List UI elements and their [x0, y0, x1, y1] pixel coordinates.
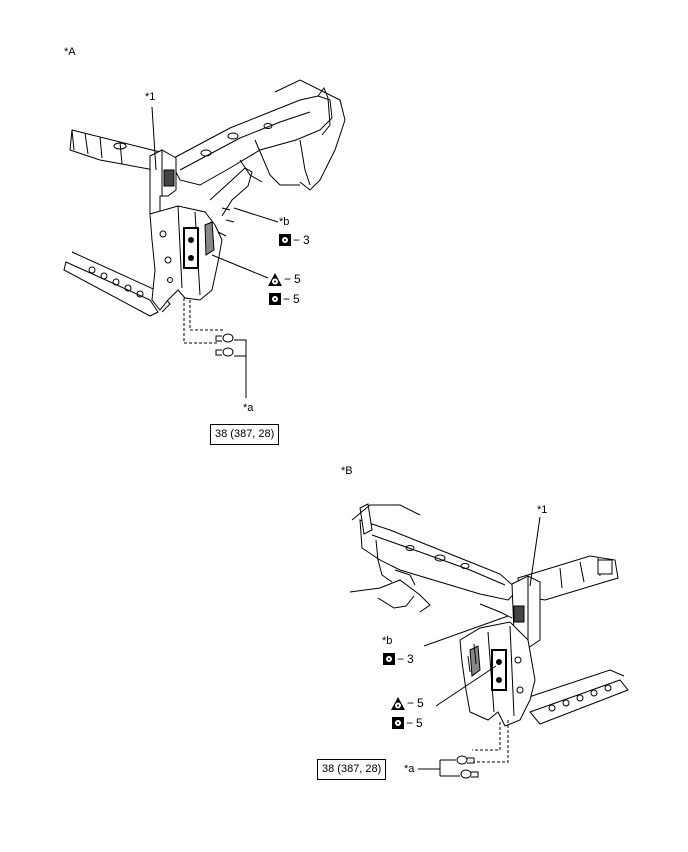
- view-b-label: *B: [341, 465, 353, 477]
- square-dot-icon: [383, 653, 395, 665]
- bolt-icon: [456, 755, 475, 765]
- bolt-icon: [215, 333, 234, 343]
- part-1-callout-b: *1: [537, 504, 548, 516]
- bolt-qty-row-a: − 3: [279, 233, 310, 247]
- torque-box-b: 38 (387, 28): [317, 759, 387, 780]
- triangle-qty-row-a: − 5: [268, 272, 301, 286]
- square-dot-icon: [392, 717, 404, 729]
- dash: −: [407, 696, 415, 710]
- triangle-dot-icon: [391, 696, 405, 710]
- bolt-qty-row-b: − 3: [383, 652, 414, 666]
- bolt-icon: [460, 769, 479, 779]
- diagram-a-illustration: [63, 79, 346, 398]
- triangle-dot-icon: [268, 272, 282, 286]
- dash: −: [283, 292, 291, 306]
- callout-a-a: *a: [243, 402, 254, 414]
- part-1-callout-a: *1: [145, 91, 156, 103]
- callout-b-b: *b: [382, 635, 393, 647]
- dash: −: [284, 272, 292, 286]
- square-dot-icon: [269, 293, 281, 305]
- qty-value: 3: [303, 233, 310, 247]
- qty-value: 5: [294, 272, 301, 286]
- square-qty-row-a: − 5: [269, 292, 300, 306]
- diagram-b-illustration: [349, 503, 629, 779]
- qty-value: 5: [293, 292, 300, 306]
- square-qty-row-b: − 5: [392, 716, 423, 730]
- callout-b-a: *b: [279, 216, 290, 228]
- view-a-label: *A: [64, 46, 76, 58]
- bolt-icon: [215, 347, 234, 357]
- qty-value: 5: [416, 716, 423, 730]
- qty-value: 3: [407, 652, 414, 666]
- dash: −: [293, 233, 301, 247]
- triangle-qty-row-b: − 5: [391, 696, 424, 710]
- qty-value: 5: [417, 696, 424, 710]
- dash: −: [406, 716, 414, 730]
- callout-a-b: *a: [404, 763, 415, 775]
- square-dot-icon: [279, 234, 291, 246]
- dash: −: [397, 652, 405, 666]
- torque-box-a: 38 (387, 28): [210, 424, 280, 445]
